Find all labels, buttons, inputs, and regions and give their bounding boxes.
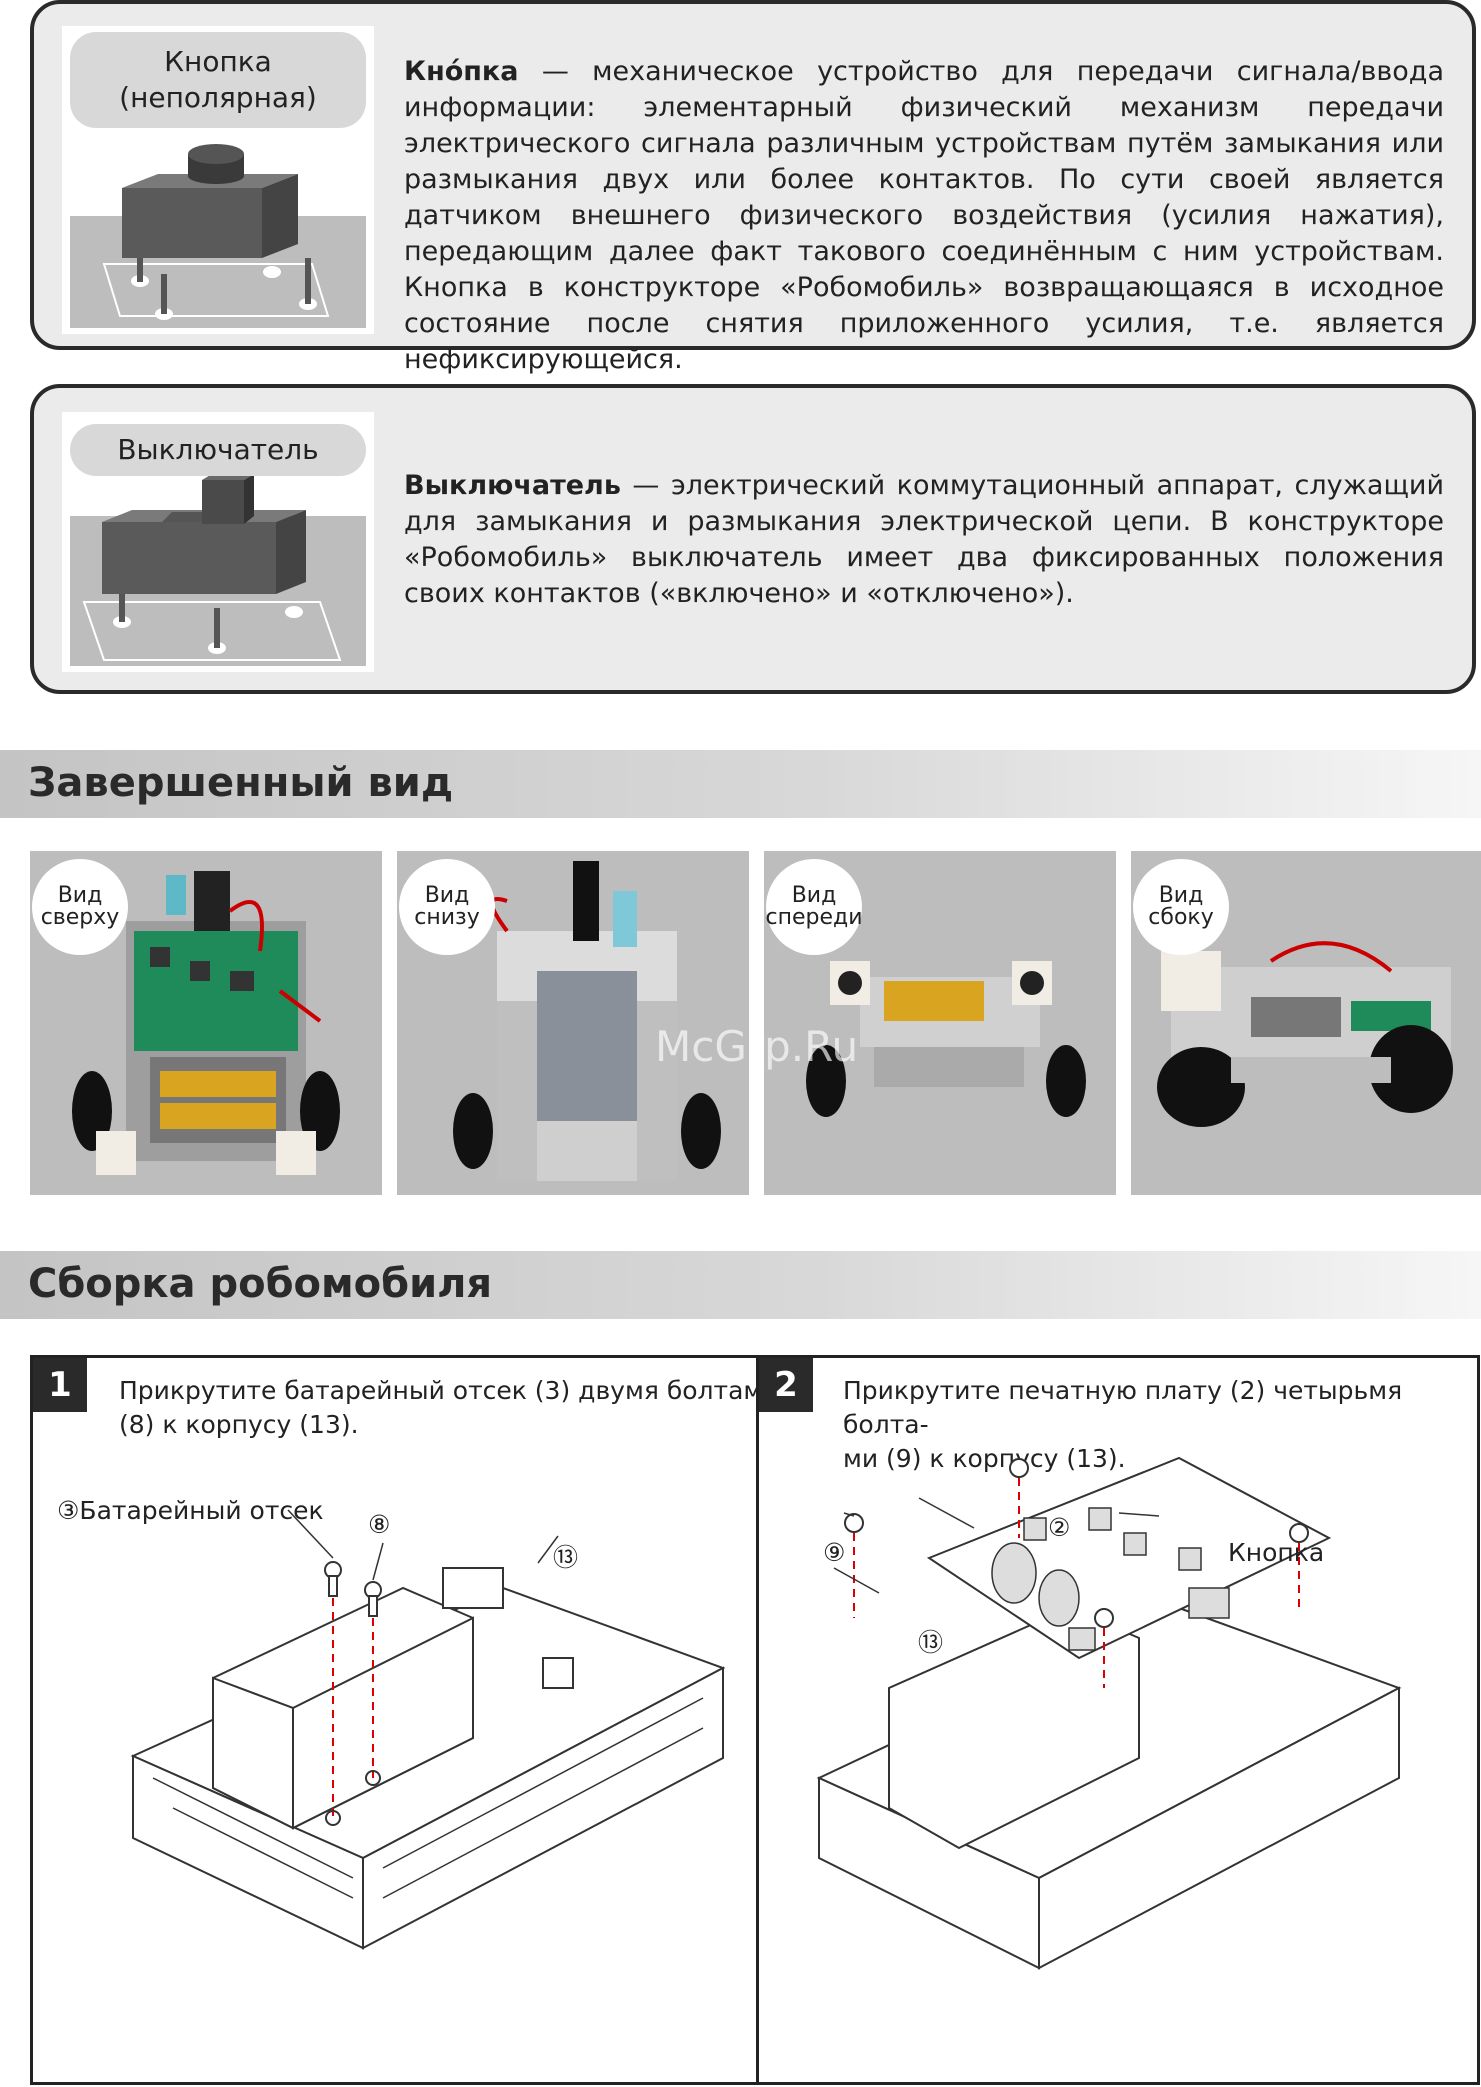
- photo-side-view: Вид сбоку: [1131, 851, 1481, 1195]
- step-1-text-line1: Прикрутите батарейный отсек (3) двумя бо…: [119, 1376, 779, 1405]
- assembly-steps-frame: 1 Прикрутите батарейный отсек (3) двумя …: [30, 1355, 1480, 2085]
- button-term: Кно́пка: [404, 56, 519, 87]
- step-2-number: 2: [759, 1358, 813, 1412]
- switch-info-box: Выключатель Выключатель — электрический …: [30, 384, 1476, 694]
- button-thumbnail-label: Кнопка (неполярная): [70, 32, 366, 128]
- bottom-view-label-line1: Вид: [424, 883, 470, 908]
- step-2-text-line2: ми (9) к корпусу (13).: [843, 1444, 1126, 1473]
- side-view-label: Вид сбоку: [1133, 859, 1229, 955]
- assembly-header: Сборка робомобиля: [0, 1251, 1481, 1319]
- switch-description-text: — электрический коммутационный аппарат, …: [404, 470, 1444, 609]
- robot-top-image: [72, 871, 340, 1175]
- step-2-text-line1: Прикрутите печатную плату (2) четырьмя б…: [843, 1376, 1403, 1439]
- button-info-box: Кнопка (неполярная) Кно́пка — механическ…: [30, 0, 1476, 375]
- watermark: McGrp.Ru: [655, 1022, 859, 1071]
- button-illustration: [70, 144, 366, 328]
- robot-side-image: [1157, 941, 1453, 1127]
- button-description: Кно́пка — механическое устройство для пе…: [404, 54, 1444, 378]
- switch-term: Выключатель: [404, 470, 621, 501]
- side-view-label-line1: Вид: [1158, 883, 1204, 908]
- step-2-button-callout: Кнопка: [1228, 1538, 1325, 1567]
- button-description-text: — механическое устройство для передачи с…: [404, 56, 1444, 375]
- switch-illustration: [70, 474, 366, 666]
- front-view-label-line2: спереди: [765, 905, 863, 930]
- top-view-label: Вид сверху: [32, 859, 128, 955]
- front-view-label: Вид спереди: [765, 859, 863, 955]
- bottom-view-label: Вид снизу: [399, 859, 495, 955]
- front-view-label-line1: Вид: [791, 883, 837, 908]
- step-1-battery-callout: ③Батарейный отсек: [57, 1496, 324, 1525]
- step-divider: [756, 1358, 759, 2082]
- step-2-bolt-callout: ⑨: [823, 1538, 846, 1567]
- step-1-instruction: Прикрутите батарейный отсек (3) двумя бо…: [119, 1374, 779, 1442]
- completed-view-title: Завершенный вид: [28, 760, 454, 806]
- step-2-instruction: Прикрутите печатную плату (2) четырьмя б…: [843, 1374, 1477, 1476]
- robot-bottom-image: [453, 861, 721, 1181]
- button-thumbnail: Кнопка (неполярная): [62, 26, 374, 334]
- step-2-board-callout: ②: [1048, 1513, 1071, 1542]
- button-label-line1: Кнопка: [164, 45, 272, 78]
- step-2-body-callout: ⑬: [918, 1628, 944, 1657]
- robot-front-image: [806, 961, 1086, 1117]
- top-view-label-line1: Вид: [57, 883, 103, 908]
- switch-label: Выключатель: [117, 433, 319, 466]
- bottom-view-label-line2: снизу: [414, 905, 480, 930]
- step-1-text-line2: (8) к корпусу (13).: [119, 1410, 359, 1439]
- completed-view-header: Завершенный вид: [0, 750, 1481, 818]
- assembly-title: Сборка робомобиля: [28, 1261, 493, 1307]
- button-label-line2: (неполярная): [119, 81, 317, 114]
- step-1-number: 1: [33, 1358, 87, 1412]
- step-1-body-callout: ⑬: [553, 1543, 579, 1572]
- step-1-bolt-callout: ⑧: [368, 1510, 391, 1539]
- top-view-label-line2: сверху: [40, 905, 120, 930]
- photo-top-view: Вид сверху: [30, 851, 382, 1195]
- photo-front-view: Вид спереди: [764, 851, 1116, 1195]
- switch-description: Выключатель — электрический коммутационн…: [404, 468, 1444, 612]
- step-1-drawing: [130, 1509, 726, 1950]
- photo-bottom-view: Вид снизу: [397, 851, 749, 1195]
- switch-thumbnail: Выключатель: [62, 412, 374, 672]
- side-view-label-line2: сбоку: [1148, 905, 1214, 930]
- step-2-drawing: [816, 1456, 1402, 1970]
- switch-thumbnail-label: Выключатель: [70, 424, 366, 476]
